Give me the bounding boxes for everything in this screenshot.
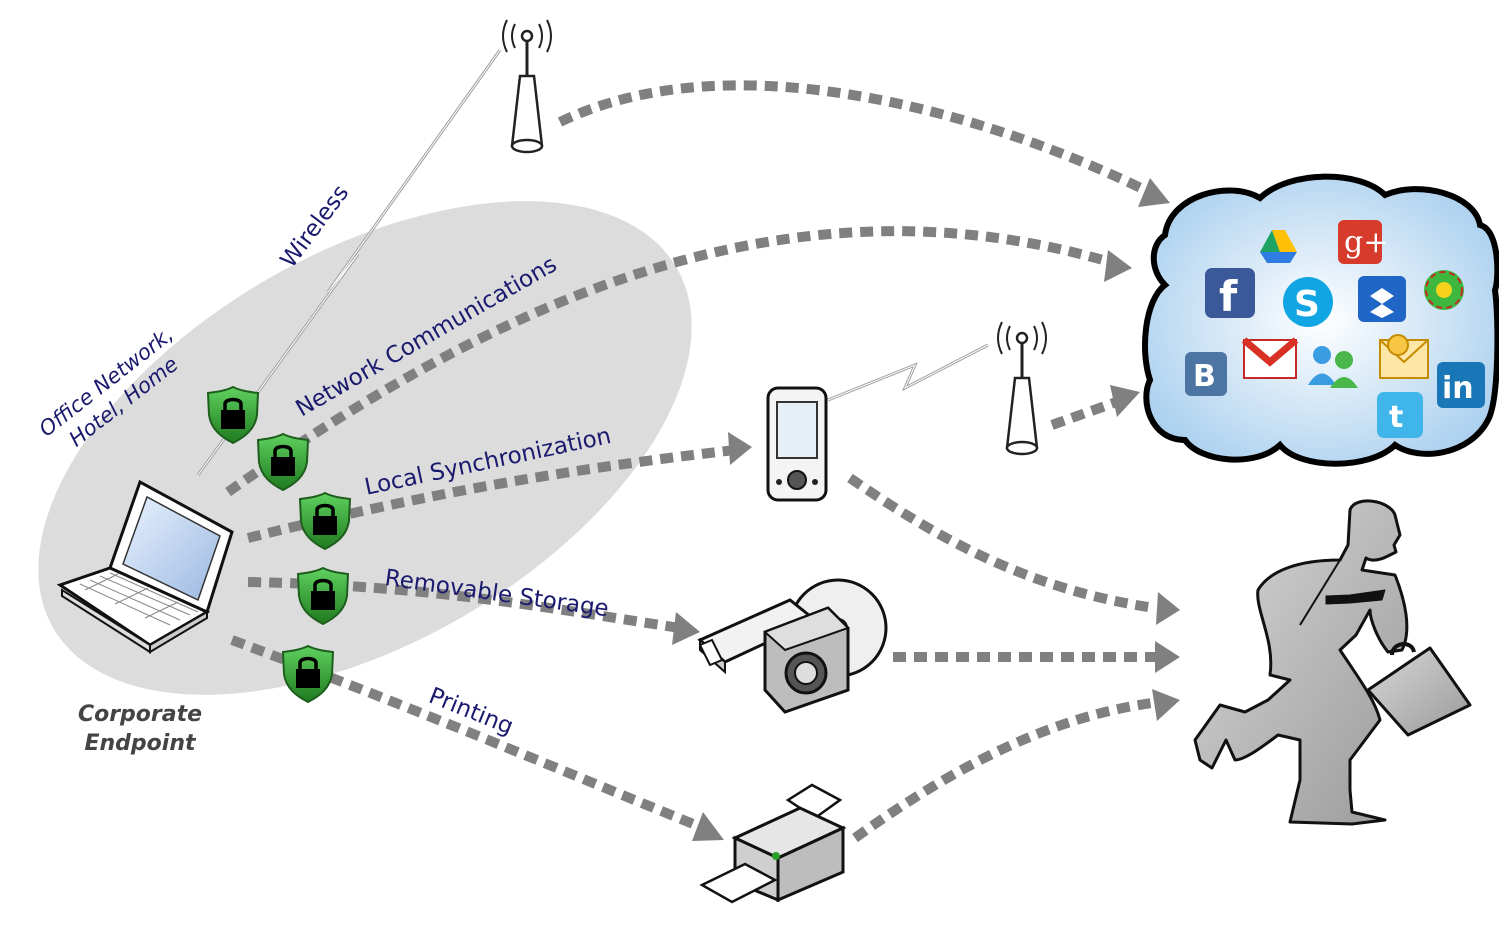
usb-drive-icon: [697, 598, 818, 675]
vk-icon: B: [1185, 352, 1227, 396]
endpoint-label-line2: Endpoint: [84, 731, 196, 756]
arrow-head: [672, 612, 700, 645]
printer-icon: [699, 783, 847, 904]
cloud-services: g+ f S B: [1142, 173, 1499, 467]
mail-icon: [1379, 334, 1429, 379]
messenger-icon: [1308, 346, 1358, 388]
svg-text:in: in: [1442, 371, 1474, 406]
svg-text:B: B: [1193, 359, 1216, 394]
pda-icon: [766, 386, 828, 502]
gmail-icon: [1241, 337, 1299, 379]
dropbox-icon: [1358, 276, 1406, 322]
skype-icon: S: [1283, 277, 1333, 327]
camera-icon: [763, 606, 850, 714]
twitter-icon: t: [1377, 392, 1423, 438]
arrow-head: [692, 812, 724, 841]
corporate-endpoint-label: Corporate Endpoint: [50, 700, 230, 758]
arrow-tower-to-cloud: [557, 80, 1148, 195]
wireless-link-inner: [197, 49, 501, 476]
arrow-network-to-cloud: [225, 226, 1112, 497]
printing-lock-shield-icon: [281, 644, 335, 704]
arrow-print-to-printer: [230, 635, 710, 835]
google-drive-icon: [1260, 230, 1297, 263]
arrow-printer-to-person: [852, 697, 1161, 843]
icq-icon: [1424, 270, 1464, 310]
svg-text:g+: g+: [1344, 225, 1388, 260]
arrow-head: [1155, 641, 1180, 673]
arrow-tower2-to-cloud: [1050, 395, 1124, 430]
arrow-head: [1138, 178, 1170, 207]
briefcase-icon: [1366, 646, 1472, 737]
endpoint-label-line1: Corporate: [77, 702, 203, 727]
running-person-icon: [1193, 499, 1472, 826]
svg-text:f: f: [1219, 272, 1238, 321]
arrow-head: [1110, 385, 1140, 417]
svg-text:t: t: [1389, 400, 1403, 435]
wireless-tower-icon: [501, 18, 553, 154]
arrow-heads: [672, 178, 1180, 841]
laptop-icon: [56, 479, 234, 654]
arrow-head: [1104, 250, 1132, 282]
arrow-head: [728, 432, 752, 465]
linkedin-icon: in: [1437, 362, 1485, 408]
google-plus-icon: g+: [1338, 220, 1388, 264]
arrow-head: [1156, 592, 1180, 625]
facebook-icon: f: [1205, 268, 1255, 321]
wireless-tower-2-icon: [996, 320, 1048, 456]
endpoint-zone: [38, 201, 692, 695]
arrow-head: [1152, 689, 1180, 721]
arrow-pda-to-person: [847, 473, 1156, 613]
removable-storage-icon: [697, 578, 888, 714]
pda-wireless-link: [827, 343, 989, 402]
svg-text:S: S: [1294, 284, 1320, 325]
